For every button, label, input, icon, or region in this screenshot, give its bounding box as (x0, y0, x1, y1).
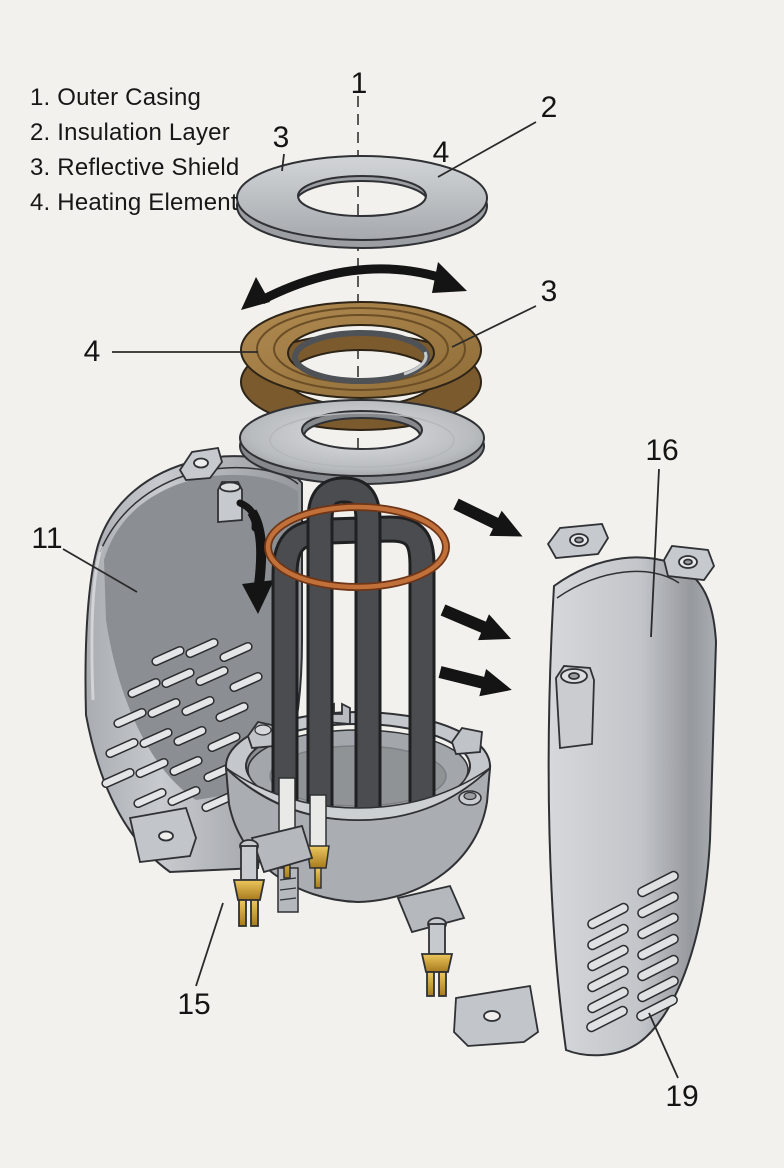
legend-item-4: 4. Heating Element (30, 189, 238, 216)
base-bowl-front (224, 765, 492, 997)
label-insulation: 4 (83, 335, 101, 368)
terminal-right (396, 884, 466, 997)
label-terminal: 15 (177, 988, 211, 1021)
leader-lines (62, 121, 679, 1079)
left-casing-post (217, 481, 243, 523)
leader-shield-ring (451, 305, 537, 348)
legend-item-1: 1. Outer Casing (30, 84, 202, 111)
leader-terminal (195, 902, 224, 987)
label-top-shield: 3 (272, 121, 290, 154)
leader-vented-panel (648, 1012, 679, 1079)
leader-right-casing (650, 468, 660, 638)
label-shield-ring: 3 (540, 275, 558, 308)
legend-item-3: 3. Reflective Shield (30, 154, 240, 181)
terminal-left (232, 824, 314, 927)
left-casing-foot (128, 806, 197, 863)
right-casing-post (555, 665, 595, 750)
leader-top-shield-tick (281, 153, 285, 172)
left-casing-tab (178, 446, 223, 481)
label-vented-panel: 19 (665, 1080, 699, 1113)
label-plate-surface: 4 (432, 136, 450, 169)
legend: 1. Outer Casing 2. Insulation Layer 3. R… (30, 80, 239, 220)
rim-lug-right (451, 727, 483, 755)
airflow-arrows (436, 491, 529, 704)
label-center-axis: 1 (350, 67, 368, 100)
top-plate (236, 155, 489, 249)
label-right-casing: 16 (645, 434, 679, 467)
leader-top-plate (437, 121, 537, 178)
rotation-arrow (241, 262, 467, 310)
right-casing-tabs (546, 523, 716, 581)
front-bracket (277, 867, 299, 913)
down-arrow (242, 509, 274, 614)
leader-left-casing (62, 548, 138, 593)
right-casing-foot (453, 984, 539, 1047)
legend-item-2: 2. Insulation Layer (30, 119, 230, 146)
label-top-plate: 2 (540, 91, 558, 124)
right-casing-half (453, 523, 718, 1057)
label-left-casing: 11 (31, 522, 63, 555)
reflective-shield (239, 399, 486, 485)
